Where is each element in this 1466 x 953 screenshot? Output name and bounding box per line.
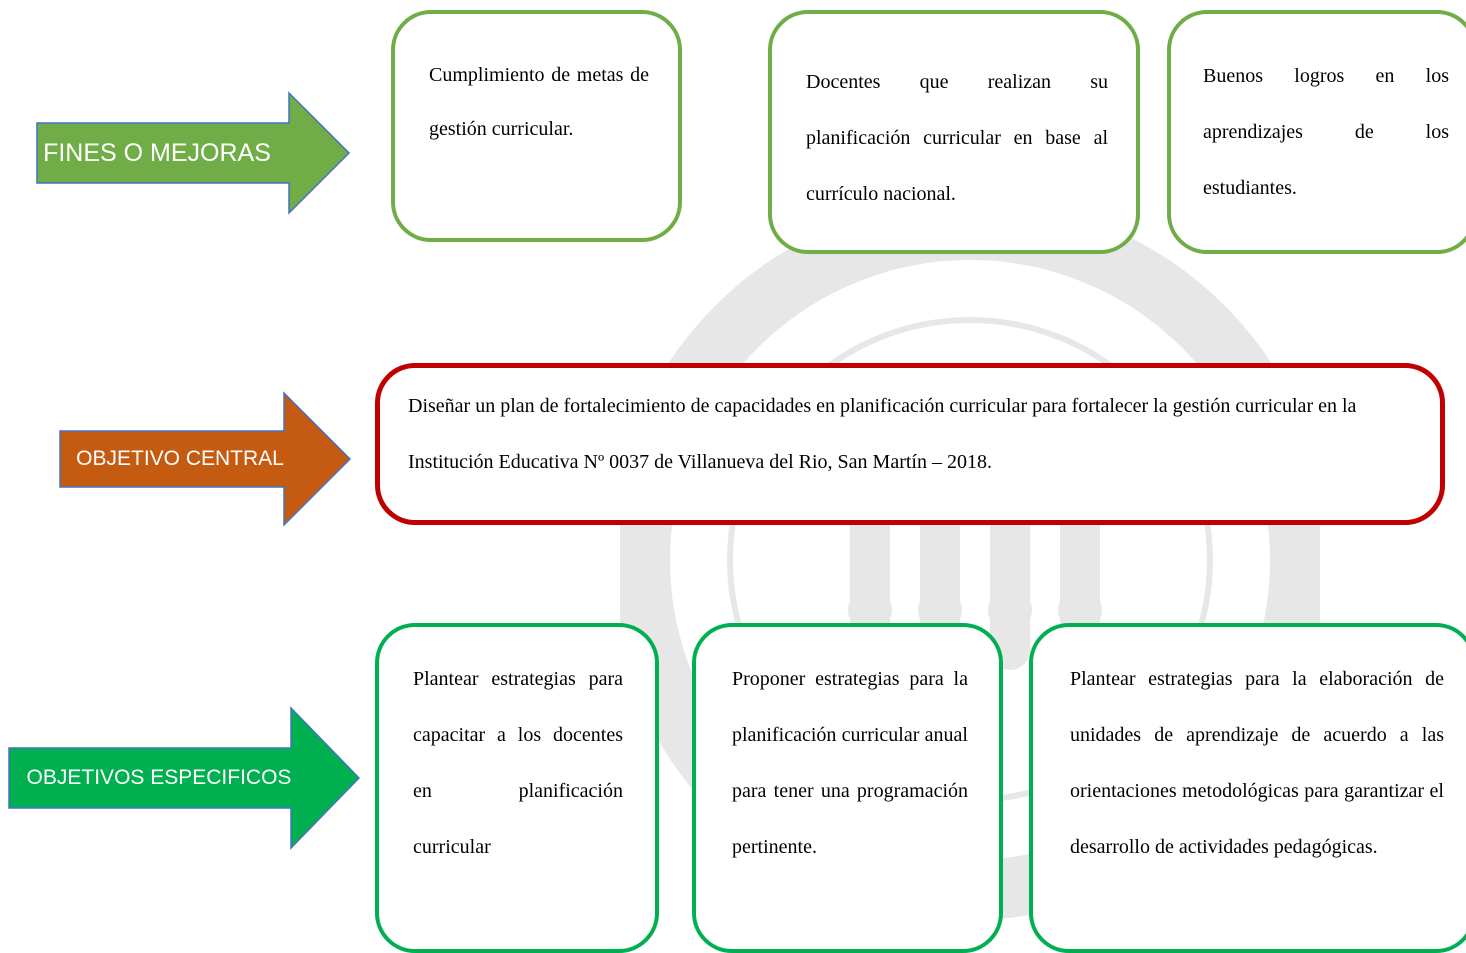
right-arrow-icon [59, 391, 352, 527]
fin-text-2: Docentes que realizan su planificación c… [806, 71, 1108, 205]
arrow-fines-o-mejoras: FINES O MEJORAS [36, 91, 351, 215]
arrow-label-central: OBJETIVO CENTRAL [76, 447, 284, 470]
fin-text-1: Cumplimiento de metas de gestión curricu… [429, 64, 649, 140]
arrow-objetivo-central: OBJETIVO CENTRAL [59, 391, 352, 527]
fin-text-3: Buenos logros en los aprendizajes de los… [1203, 65, 1449, 199]
arrow-label-especificos: OBJETIVOS ESPECIFICOS [26, 766, 292, 789]
objetivo-especifico-text-2: Proponer estrategias para la planificaci… [732, 668, 968, 858]
right-arrow-icon [8, 706, 361, 850]
objetivo-especifico-text-1: Plantear estrategias para capacitar a lo… [413, 668, 623, 858]
objetivo-central-box: Diseñar un plan de fortalecimiento de ca… [375, 363, 1445, 525]
objetivo-especifico-box-3: Plantear estrategias para la elaboración… [1029, 623, 1466, 953]
arrow-objetivos-especificos: OBJETIVOS ESPECIFICOS [8, 706, 361, 850]
fin-box-3: Buenos logros en los aprendizajes de los… [1167, 10, 1466, 254]
objetivo-especifico-text-3: Plantear estrategias para la elaboración… [1070, 668, 1444, 858]
fin-box-2: Docentes que realizan su planificación c… [768, 10, 1140, 254]
objetivo-central-text: Diseñar un plan de fortalecimiento de ca… [408, 395, 1357, 473]
arrow-label-fines: FINES O MEJORAS [43, 138, 271, 167]
right-arrow-icon [36, 91, 351, 215]
objetivo-especifico-box-1: Plantear estrategias para capacitar a lo… [375, 623, 659, 953]
objetivo-especifico-box-2: Proponer estrategias para la planificaci… [692, 623, 1003, 953]
fin-box-1: Cumplimiento de metas de gestión curricu… [391, 10, 682, 242]
